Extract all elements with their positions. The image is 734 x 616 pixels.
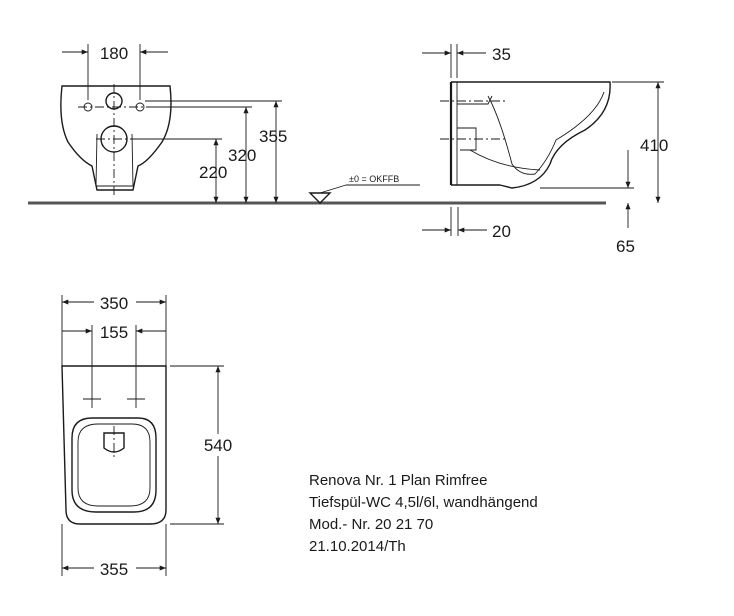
floor-label: ±0 = OKFFB (349, 174, 399, 184)
info-block: Renova Nr. 1 Plan Rimfree Tiefspül-WC 4,… (309, 472, 538, 555)
dim-front-height-upper: 320 (228, 146, 256, 165)
dim-side-bottom-offset: 20 (492, 222, 511, 241)
dim-top-width-inner: 155 (100, 323, 128, 342)
top-view: 350 155 540 355 (61, 290, 240, 579)
dim-top-length: 540 (204, 436, 232, 455)
info-model-number: Mod.- Nr. 20 21 70 (309, 516, 433, 533)
dim-side-top-offset: 35 (492, 45, 511, 64)
info-date: 21.10.2014/Th (309, 538, 406, 555)
floor-level-marker: ±0 = OKFFB (308, 174, 420, 204)
dim-front-height-lower: 220 (199, 163, 227, 182)
dim-side-height: 410 (640, 136, 668, 155)
dim-front-width: 180 (100, 44, 128, 63)
dim-top-width-bottom: 355 (100, 560, 128, 579)
dim-side-floor: 65 (616, 237, 635, 256)
dim-top-width-outer: 350 (100, 294, 128, 313)
info-product-type: Tiefspül-WC 4,5l/6l, wandhängend (309, 494, 538, 511)
info-product-name: Renova Nr. 1 Plan Rimfree (309, 472, 487, 489)
dim-front-height-total: 355 (259, 127, 287, 146)
front-view: 180 355 320 220 (60, 44, 287, 203)
side-view: 35 410 20 65 (422, 44, 668, 256)
